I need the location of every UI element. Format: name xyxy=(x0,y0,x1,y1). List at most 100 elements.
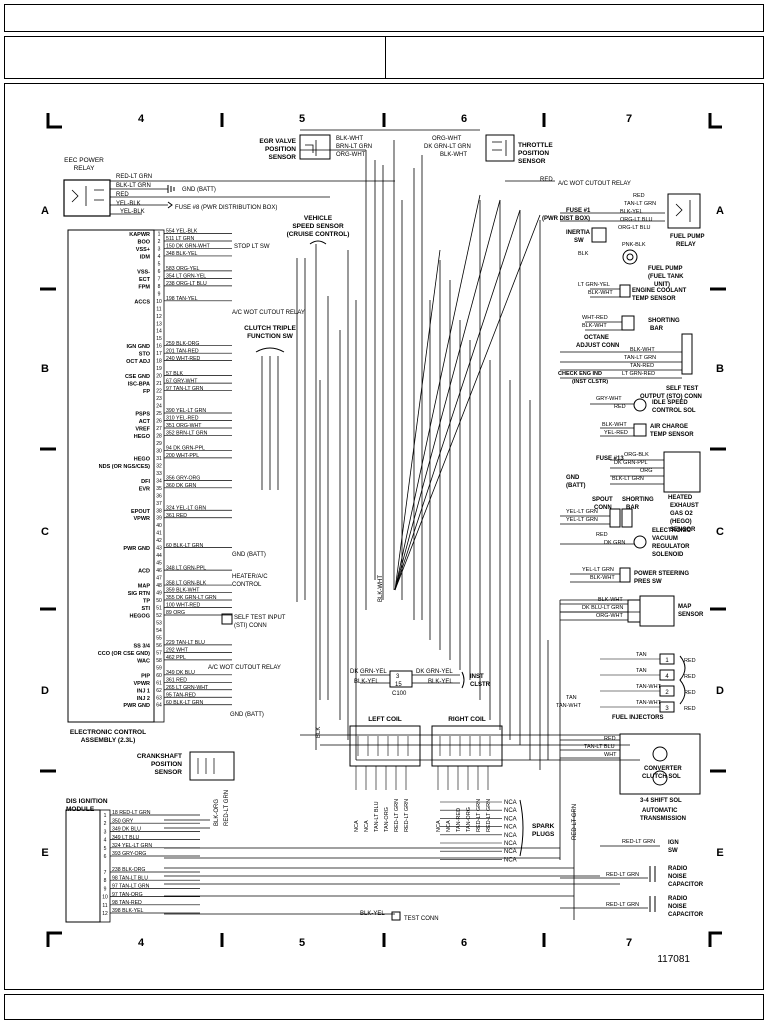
ecm-wire-label: 360 DK GRN xyxy=(166,483,197,489)
ecm-wire-label: 240 WHT-RED xyxy=(166,356,201,362)
tps-wire-2: DK GRN-LT GRN xyxy=(424,144,471,150)
ecm-pin-name: INJ 1 xyxy=(137,688,150,694)
inst-wire-r1: DK GRN-YEL xyxy=(416,669,453,675)
right-label-hego: SENSOR xyxy=(670,527,696,533)
crankshaft-position-sensor xyxy=(189,751,235,781)
ecm-pin-name: OCT ADJ xyxy=(126,359,150,365)
ecm-pin-number: 22 xyxy=(156,389,162,395)
spark-plugs-label-2: PLUGS xyxy=(532,831,555,838)
ecm-wire-label: 67 GRY-WHT xyxy=(166,378,198,384)
tps-wire-3: BLK-WHT xyxy=(440,152,467,158)
ecm-wire-label: 229 TAN-LT BLU xyxy=(166,640,205,646)
grid-col-bottom-6: 6 xyxy=(461,937,467,949)
grid-ticks xyxy=(40,113,726,947)
ecm-pin-name: NDS (OR NGS/CES) xyxy=(99,464,151,470)
ecm-pin-name: HEGO xyxy=(134,434,151,440)
ecm-pin-number: 4 xyxy=(158,254,161,260)
vss-label-1: VEHICLE xyxy=(304,215,333,222)
gnd-label-2: GND (BATT) xyxy=(230,712,264,718)
nca-label: NCA xyxy=(504,849,517,855)
ecm-pin-name: ACCS xyxy=(134,299,150,305)
right-label-shorting-bar2: SHORTING xyxy=(622,497,654,503)
ecm-wire-label: 198 TAN-YEL xyxy=(166,296,198,302)
ecm-wire-label: 259 BLK-ORG xyxy=(166,341,199,347)
idle-speed-control xyxy=(633,398,647,412)
ecm-pin-number: 54 xyxy=(156,628,162,634)
header-divider xyxy=(385,37,386,78)
right-label-radio-cap1: RADIO xyxy=(668,866,688,872)
ecm-pin-name: PSPS xyxy=(135,412,150,418)
ecm-pin-name: VSS- xyxy=(137,269,150,275)
ecm-pin-number: 61 xyxy=(156,680,162,686)
ecm-pin-number: 44 xyxy=(156,553,162,559)
ecm-pin-number: 47 xyxy=(156,576,162,582)
nca-label: NCA xyxy=(504,825,517,831)
inst-pin-1: 3 xyxy=(396,674,400,680)
dis-wire-label: 393 GRY-ORG xyxy=(112,851,146,857)
ecm-pin-number: 40 xyxy=(156,523,162,529)
right-label-act-wires: YEL-RED xyxy=(604,430,628,436)
right-label-evr-wires: DK GRN xyxy=(604,540,625,546)
ecm-wire-label: 97 TAN-LT GRN xyxy=(166,386,204,392)
right-label-hego: (HEGO) xyxy=(670,519,692,525)
right-label-converter: CONVERTER xyxy=(644,766,682,772)
map-sensor xyxy=(627,595,675,627)
eec-wire-1: RED-LT GRN xyxy=(116,174,152,180)
right-label-act-wires: BLK-WHT xyxy=(602,422,627,428)
ecm-pin-number: 14 xyxy=(156,329,162,335)
injector-feed-wire: TAN-WHT xyxy=(636,700,662,706)
eec-wire-2: BLK-LT GRN xyxy=(116,183,151,189)
right-label-gnd-batt: GND xyxy=(566,475,580,481)
ecm-title-2: ASSEMBLY (2.3L) xyxy=(81,737,136,744)
ecm-pin-number: 12 xyxy=(156,314,162,320)
right-label-map-wires: ORG-WHT xyxy=(596,613,624,619)
ecm-pin-number: 27 xyxy=(156,426,162,432)
figure-id: 117081 xyxy=(657,954,690,965)
red-lt-grn-vertical: RED-LT GRN xyxy=(572,804,578,840)
left-coil xyxy=(349,725,421,767)
dis-wire-label: 324 YEL-LT GRN xyxy=(112,843,152,849)
dis-wire-label: 97 TAN-ORG xyxy=(112,892,143,898)
right-label-act: TEMP SENSOR xyxy=(650,432,694,438)
right-label-self-test-wires: TAN-LT GRN xyxy=(624,355,656,361)
right-label-shorting-bar2: BAR xyxy=(626,505,640,511)
right-label-octane: ADJUST CONN xyxy=(576,343,619,349)
ecm-wire-label: 150 DK GRN-WHT xyxy=(166,244,211,250)
right-label-trans-wires: WHT xyxy=(604,752,617,758)
injector-number: 2 xyxy=(665,690,669,696)
dis-pin-number: 12 xyxy=(102,911,108,917)
ecm-pin-number: 59 xyxy=(156,665,162,671)
grid-row-right-e: E xyxy=(716,847,723,859)
right-label-evr: ELECTRONIC xyxy=(652,528,692,534)
ecm-pin-number: 9 xyxy=(158,291,161,297)
ecm-pin-number: 36 xyxy=(156,493,162,499)
dis-wire-label: 98 TAN-LT BLU xyxy=(112,875,148,881)
right-label-idle-wires: GRY-WHT xyxy=(596,396,622,402)
right-label-spout-wires: YEL-LT GRN xyxy=(566,509,598,515)
ecm-pin-number: 19 xyxy=(156,366,162,372)
left-coil-wire: NCA xyxy=(364,820,370,832)
inst-clstr-label-2: CLSTR xyxy=(470,682,491,688)
right-label-gnd-batt: (BATT) xyxy=(566,483,586,489)
nca-label: NCA xyxy=(504,800,517,806)
blk-vertical: BLK xyxy=(316,727,322,738)
right-label-evr: VACUUM xyxy=(652,536,678,542)
right-label-converter: CLUTCH SOL xyxy=(642,774,681,780)
grid-row-left-a: A xyxy=(41,205,49,217)
nca-label: NCA xyxy=(504,833,517,839)
right-label-shorting-bar: SHORTING xyxy=(648,318,680,324)
blk-wht-vertical: BLK-WHT xyxy=(378,575,384,602)
right-label-fuel-pump-wires: BLK-YEL xyxy=(620,209,643,215)
eec-gnd-label: GND (BATT) xyxy=(182,187,216,193)
nca-label: NCA xyxy=(504,808,517,814)
ecm-wire-label: 511 LT GRN xyxy=(166,236,195,242)
right-label-inj-feed: TAN-WHT xyxy=(556,703,582,709)
right-label-auto-trans: TRANSMISSION xyxy=(640,816,686,822)
ecm-pin-number: 38 xyxy=(156,508,162,514)
right-label-act: AIR CHARGE xyxy=(650,424,688,430)
ecm-wire-label: 354 LT GRN-YEL xyxy=(166,274,206,280)
ecm-pin-name: CSE GND xyxy=(125,374,150,380)
test-conn-wire: BLK-YEL xyxy=(360,911,385,917)
dis-pin-number: 11 xyxy=(102,903,107,909)
radio-noise-capacitor-1 xyxy=(649,866,656,882)
